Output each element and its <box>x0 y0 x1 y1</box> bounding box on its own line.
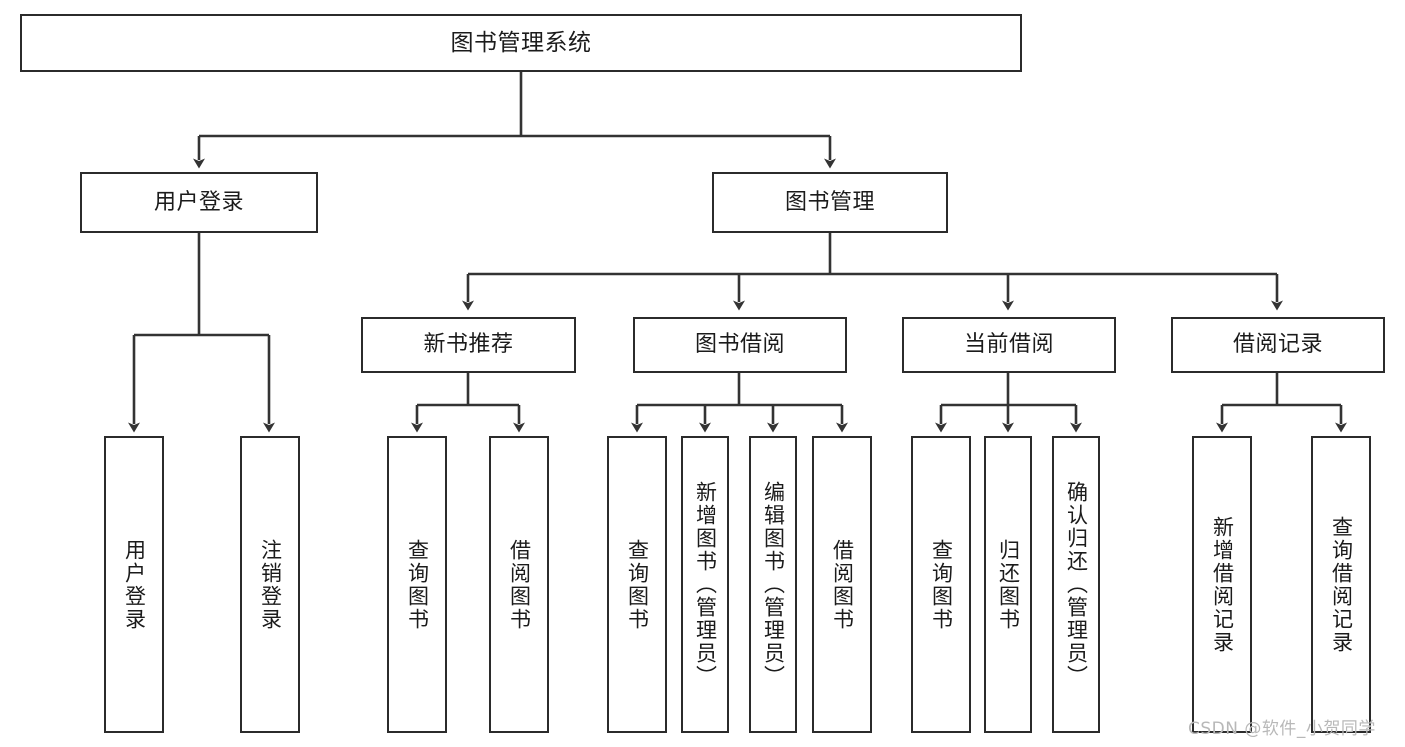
node-user-login[interactable]: 用户登录 <box>80 172 318 233</box>
node-leaf-add-book[interactable]: 新增图书（管理员） <box>681 436 729 733</box>
node-book-management[interactable]: 图书管理 <box>712 172 948 233</box>
node-leaf-borrow-book-2[interactable]: 借阅图书 <box>812 436 872 733</box>
node-new-book-recommend[interactable]: 新书推荐 <box>361 317 576 373</box>
node-leaf-return-book[interactable]: 归还图书 <box>984 436 1032 733</box>
node-leaf-borrow-book-2-label: 借阅图书 <box>830 538 855 631</box>
node-current-borrow-label: 当前借阅 <box>963 332 1054 358</box>
node-borrow-record-label: 借阅记录 <box>1232 332 1323 358</box>
node-leaf-logout-login-label: 注销登录 <box>258 538 283 631</box>
node-current-borrow[interactable]: 当前借阅 <box>902 317 1116 373</box>
node-leaf-add-record[interactable]: 新增借阅记录 <box>1192 436 1252 733</box>
node-leaf-add-record-label: 新增借阅记录 <box>1210 515 1235 654</box>
node-leaf-borrow-book-1[interactable]: 借阅图书 <box>489 436 549 733</box>
node-root-system[interactable]: 图书管理系统 <box>20 14 1022 72</box>
node-leaf-query-book-1[interactable]: 查询图书 <box>387 436 447 733</box>
node-leaf-query-book-2[interactable]: 查询图书 <box>607 436 667 733</box>
node-book-borrow[interactable]: 图书借阅 <box>633 317 847 373</box>
node-book-management-label: 图书管理 <box>784 189 875 215</box>
node-leaf-confirm-return[interactable]: 确认归还（管理员） <box>1052 436 1100 733</box>
node-new-book-recommend-label: 新书推荐 <box>423 332 514 358</box>
node-leaf-confirm-return-label: 确认归还（管理员） <box>1064 481 1089 688</box>
node-leaf-edit-book[interactable]: 编辑图书（管理员） <box>749 436 797 733</box>
node-leaf-query-book-3[interactable]: 查询图书 <box>911 436 971 733</box>
node-user-login-label: 用户登录 <box>153 189 244 215</box>
node-leaf-borrow-book-1-label: 借阅图书 <box>507 538 532 631</box>
node-leaf-add-book-label: 新增图书（管理员） <box>693 481 718 688</box>
node-leaf-user-login-label: 用户登录 <box>122 538 147 631</box>
node-leaf-query-record-label: 查询借阅记录 <box>1329 515 1354 654</box>
node-borrow-record[interactable]: 借阅记录 <box>1171 317 1385 373</box>
node-book-borrow-label: 图书借阅 <box>694 332 785 358</box>
node-leaf-user-login[interactable]: 用户登录 <box>104 436 164 733</box>
node-leaf-logout-login[interactable]: 注销登录 <box>240 436 300 733</box>
node-leaf-query-book-3-label: 查询图书 <box>929 538 954 631</box>
csdn-watermark: CSDN @软件_小贺同学 <box>1188 719 1376 739</box>
node-leaf-edit-book-label: 编辑图书（管理员） <box>761 481 786 688</box>
node-leaf-query-book-2-label: 查询图书 <box>625 538 650 631</box>
node-leaf-return-book-label: 归还图书 <box>996 538 1021 631</box>
node-leaf-query-record[interactable]: 查询借阅记录 <box>1311 436 1371 733</box>
node-leaf-query-book-1-label: 查询图书 <box>405 538 430 631</box>
node-root-system-label: 图书管理系统 <box>450 29 592 56</box>
